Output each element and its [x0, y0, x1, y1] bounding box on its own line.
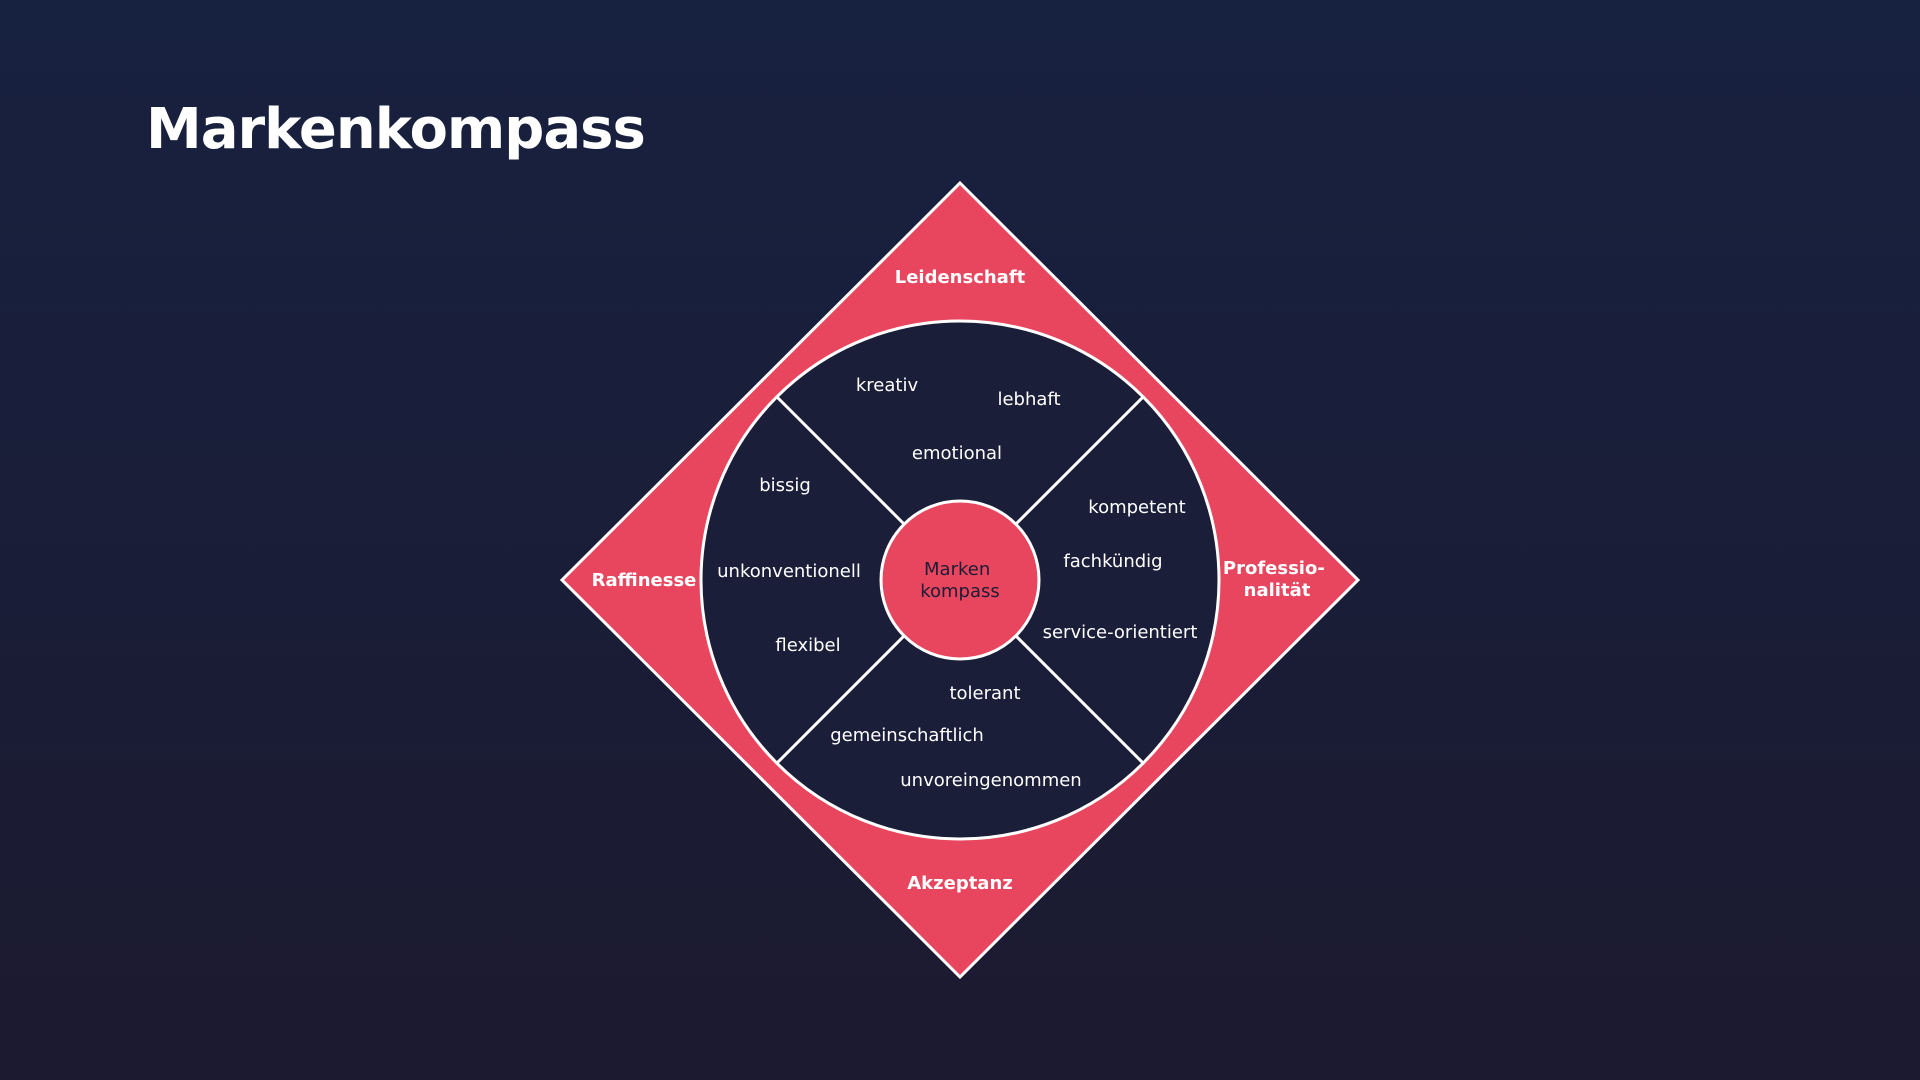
compass-center-circle: [879, 499, 1041, 661]
trait-right-2: fachkündig: [1063, 551, 1162, 572]
trait-top-2: lebhaft: [997, 389, 1060, 410]
center-label-line-2: kompass: [920, 581, 1000, 602]
quadrant-dividers: [775, 395, 1145, 765]
trait-bottom-3: unvoreingenommen: [900, 770, 1081, 791]
trait-right-1: kompetent: [1088, 497, 1185, 518]
center-label: Marken kompass: [920, 559, 1000, 602]
trait-bottom-2: gemeinschaftlich: [830, 725, 984, 746]
pole-label-top: Leidenschaft: [895, 267, 1026, 288]
trait-top-1: kreativ: [856, 375, 919, 396]
trait-left-2: unkonventionell: [717, 561, 861, 582]
divider-top-left: [775, 395, 906, 526]
pole-label-left: Raffinesse: [592, 570, 697, 591]
divider-bottom-right: [1014, 634, 1145, 765]
center-label-line-1: Marken: [924, 559, 990, 580]
pole-label-bottom: Akzeptanz: [907, 873, 1013, 894]
pole-label-right: Professio- nalität: [1223, 558, 1331, 601]
trait-bottom-1: tolerant: [949, 683, 1020, 704]
page-title: Markenkompass: [146, 97, 646, 162]
trait-left-1: bissig: [759, 475, 811, 496]
trait-top-3: emotional: [912, 443, 1002, 464]
divider-bottom-left: [775, 634, 906, 765]
trait-right-3: service-orientiert: [1043, 622, 1198, 643]
divider-top-right: [1014, 395, 1145, 526]
trait-left-3: flexibel: [775, 635, 840, 656]
